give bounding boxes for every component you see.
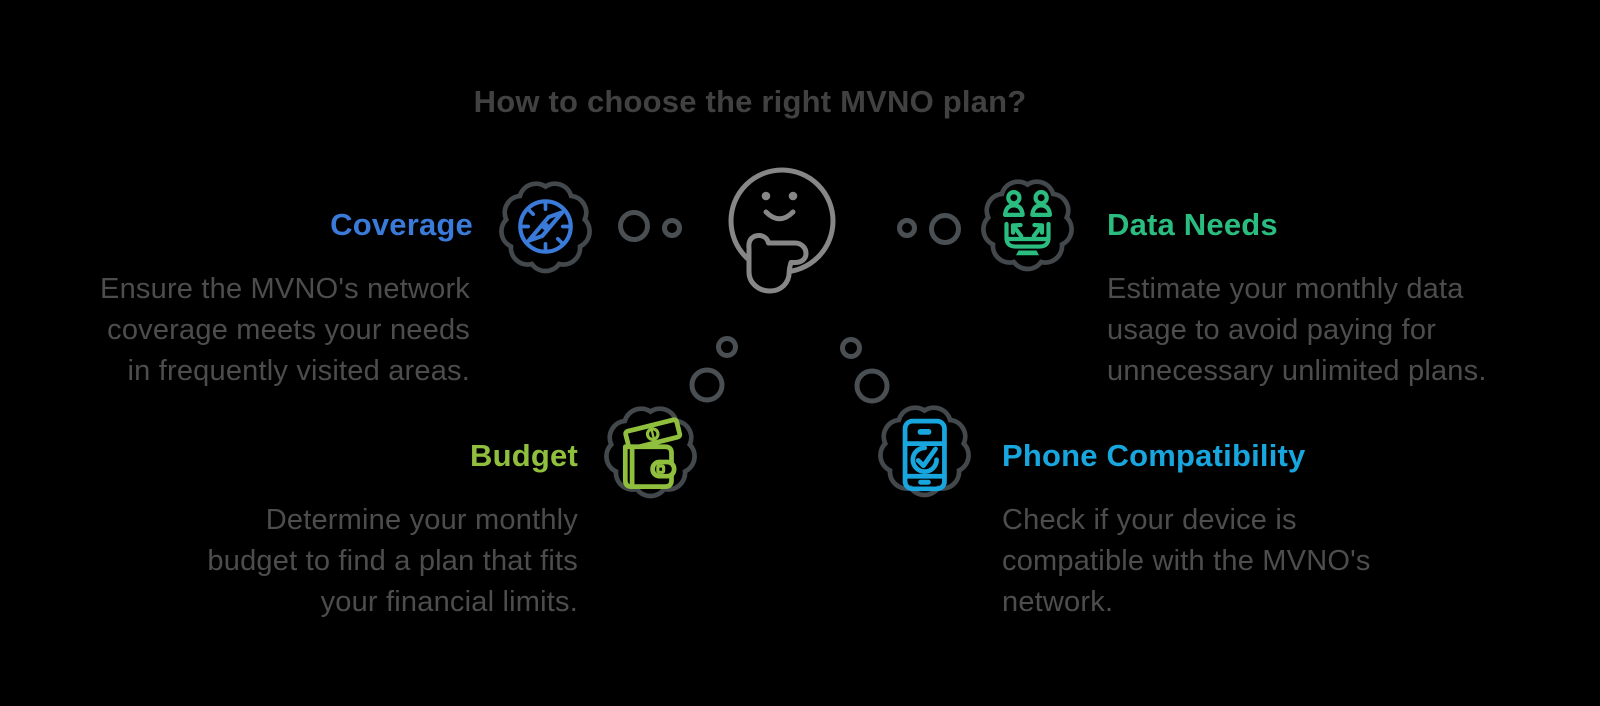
description-line: in frequently visited areas. xyxy=(127,355,470,387)
bubble-dot xyxy=(897,218,917,238)
bubble-dot xyxy=(840,337,862,359)
phone-compatibility-label: Phone Compatibility xyxy=(1002,438,1306,473)
description-line: Estimate your monthly data xyxy=(1107,273,1464,305)
description-line: your financial limits. xyxy=(320,586,578,618)
phone-check-icon xyxy=(902,418,947,492)
cloud-outline xyxy=(983,182,1071,269)
face-right-eye xyxy=(788,191,798,201)
description-line: budget to find a plan that fits xyxy=(207,545,578,577)
bubble-dot xyxy=(618,210,650,242)
budget-label: Budget xyxy=(470,438,578,473)
wallet-icon xyxy=(622,417,683,490)
bubble-dot xyxy=(854,368,890,404)
thinking-face-icon xyxy=(728,167,836,294)
face-mouth xyxy=(763,209,796,222)
budget-thought-cloud xyxy=(606,409,694,496)
description-line: Ensure the MVNO's network xyxy=(100,273,470,305)
phone-compatibility-description: Check if your device is compatible with … xyxy=(1002,500,1462,623)
description-line: compatible with the MVNO's xyxy=(1002,545,1371,577)
bubble-dot xyxy=(689,367,725,403)
coverage-label: Coverage xyxy=(330,207,473,242)
face-hand xyxy=(746,232,809,294)
description-line: Determine your monthly xyxy=(265,504,578,536)
data-needs-thought-cloud xyxy=(983,182,1071,269)
budget-description: Determine your monthly budget to find a … xyxy=(0,500,578,623)
description-line: usage to avoid paying for xyxy=(1107,314,1437,346)
bubble-dot xyxy=(716,336,738,358)
description-line: Check if your device is xyxy=(1002,504,1297,536)
bubble-dot xyxy=(662,218,682,238)
page-title: How to choose the right MVNO plan? xyxy=(473,84,1027,119)
phone-compatibility-thought-cloud xyxy=(880,408,968,495)
face-left-eye xyxy=(761,191,771,201)
data-needs-description: Estimate your monthly data usage to avoi… xyxy=(1107,269,1577,392)
bubble-dot xyxy=(929,213,961,245)
coverage-thought-cloud xyxy=(501,184,589,271)
coverage-description: Ensure the MVNO's network coverage meets… xyxy=(0,269,470,392)
banknote xyxy=(623,417,683,451)
data-users-icon xyxy=(1002,190,1053,256)
thought-bubble-dots xyxy=(618,210,961,404)
description-line: coverage meets your needs xyxy=(107,314,470,346)
data-needs-label: Data Needs xyxy=(1107,207,1278,242)
compass-icon xyxy=(518,199,573,254)
description-line: unnecessary unlimited plans. xyxy=(1107,355,1487,387)
description-line: network. xyxy=(1002,586,1114,618)
